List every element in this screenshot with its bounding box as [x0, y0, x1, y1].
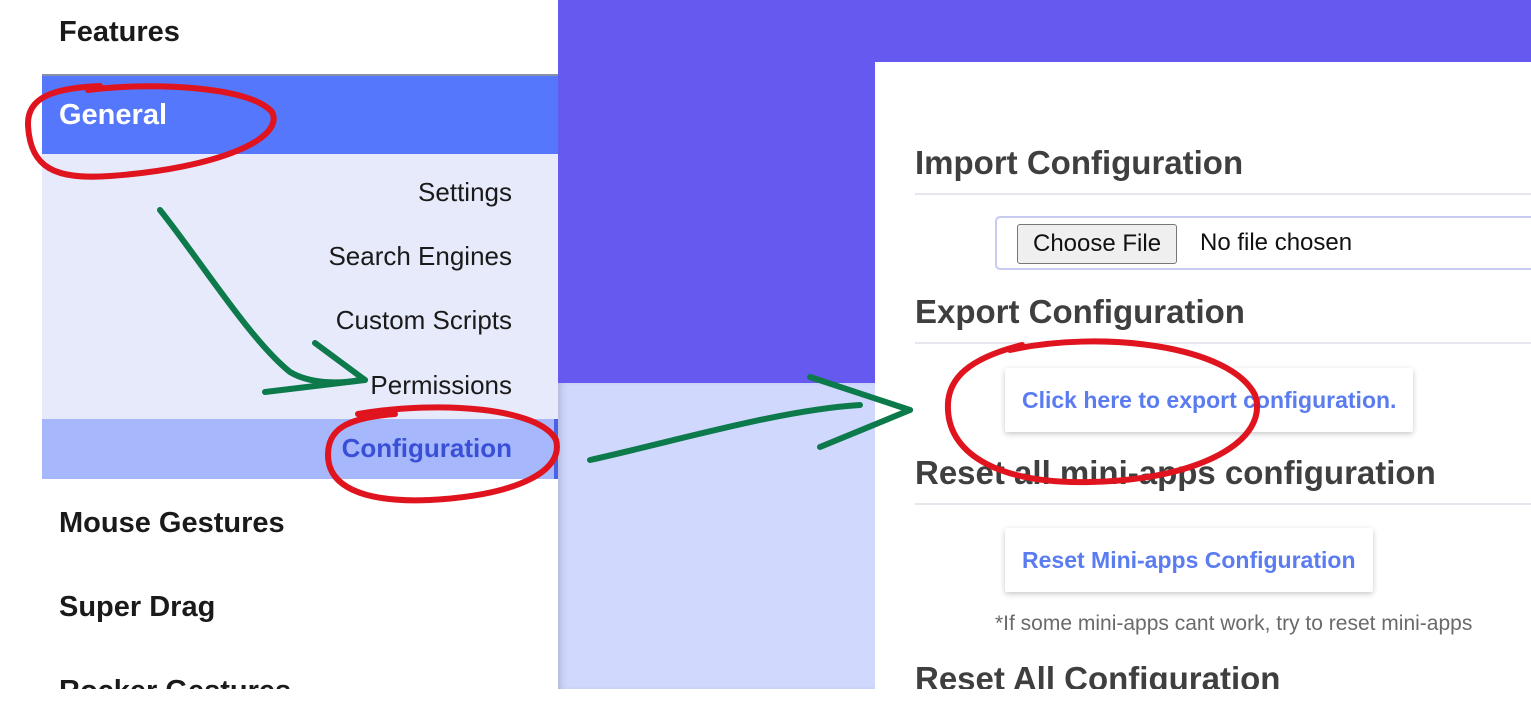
sidebar-item-settings[interactable]: Settings — [418, 177, 512, 207]
import-file-input[interactable]: Choose File No file chosen — [995, 216, 1531, 270]
file-status-text: No file chosen — [1200, 229, 1353, 256]
reset-miniapps-divider — [915, 503, 1531, 505]
choose-file-button[interactable]: Choose File — [1017, 224, 1178, 264]
reset-miniapps-hint: *If some mini-apps cant work, try to res… — [995, 612, 1473, 635]
reset-miniapps-button[interactable]: Reset Mini-apps Configuration — [1005, 528, 1373, 592]
sidebar-section-general-label: General — [59, 99, 167, 131]
sidebar-heading-features[interactable]: Features — [59, 16, 180, 48]
configuration-card: Import Configuration Choose File No file… — [875, 62, 1531, 689]
bottom-crop-edge — [0, 689, 1531, 715]
sidebar-subnav: Settings Search Engines Custom Scripts P… — [42, 154, 558, 479]
export-configuration-button[interactable]: Click here to export configuration. — [1005, 368, 1414, 432]
sidebar-item-permissions[interactable]: Permissions — [370, 370, 512, 400]
sidebar-item-configuration[interactable]: Configuration — [42, 419, 558, 479]
import-configuration-title: Import Configuration — [915, 144, 1244, 181]
sidebar-section-general[interactable]: General — [42, 74, 558, 154]
sidebar-heading-mouse-gestures[interactable]: Mouse Gestures — [59, 507, 285, 539]
export-divider — [915, 342, 1531, 344]
reset-all-configuration-title: Reset All Configuration — [915, 660, 1281, 689]
sidebar-heading-super-drag[interactable]: Super Drag — [59, 591, 216, 623]
sidebar-item-search-engines[interactable]: Search Engines — [328, 241, 512, 271]
sidebar-item-custom-scripts[interactable]: Custom Scripts — [335, 305, 512, 335]
reset-miniapps-title: Reset all mini-apps configuration — [915, 454, 1436, 491]
lavender-side-panel — [558, 383, 875, 689]
export-configuration-title: Export Configuration — [915, 293, 1245, 330]
sidebar-item-configuration-label: Configuration — [341, 433, 512, 463]
import-divider — [915, 193, 1531, 195]
